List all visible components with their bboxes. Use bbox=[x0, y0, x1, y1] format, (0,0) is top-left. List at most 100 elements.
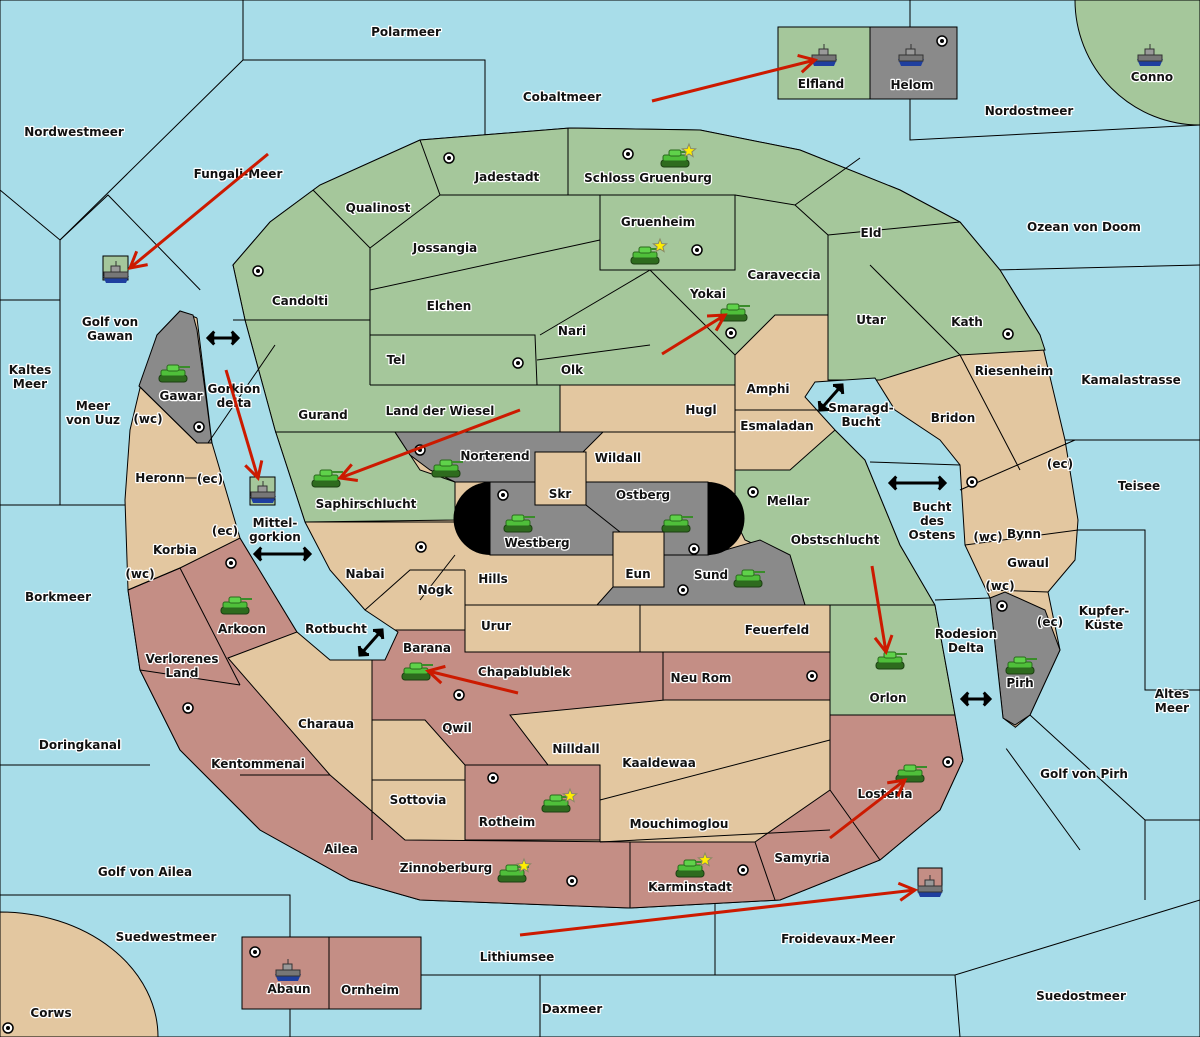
territory-label: Sottovia bbox=[390, 793, 447, 807]
sea-label: Golf von Pirh bbox=[1040, 767, 1128, 781]
territory-label: Korbia bbox=[153, 543, 197, 557]
tunnel-east bbox=[708, 482, 745, 555]
coast-label: (ec) bbox=[1047, 457, 1073, 471]
territory-label: Ostberg bbox=[616, 488, 670, 502]
sea-label: Ozean von Doom bbox=[1027, 220, 1141, 234]
army-tank-icon[interactable] bbox=[895, 764, 927, 783]
sea-label: Polarmeer bbox=[371, 25, 441, 39]
sea-label: Doringkanal bbox=[39, 738, 121, 752]
sea-label: Lithiumsee bbox=[480, 950, 555, 964]
move-order-arrow bbox=[127, 152, 269, 270]
fleet-ship-icon[interactable] bbox=[811, 44, 837, 66]
region-green-north[interactable] bbox=[232, 127, 1046, 523]
region-border bbox=[959, 354, 1021, 471]
territory-label: Eun bbox=[625, 567, 650, 581]
region-border bbox=[989, 589, 1049, 593]
army-tank-icon[interactable] bbox=[733, 569, 765, 588]
sea-label: Nordwestmeer bbox=[24, 125, 124, 139]
territory-label: Jadestadt bbox=[474, 170, 540, 184]
territory-label: Gawar bbox=[159, 389, 202, 403]
sea-label: Suedwestmeer bbox=[116, 930, 217, 944]
supply-center-icon bbox=[747, 486, 759, 498]
army-tank-icon[interactable] bbox=[1005, 656, 1037, 675]
army-tank-icon[interactable] bbox=[541, 794, 573, 813]
fleet-ship-icon[interactable] bbox=[250, 481, 276, 503]
territory-label: Elchen bbox=[427, 299, 472, 313]
region-border bbox=[649, 269, 736, 356]
double-arrow-icon bbox=[252, 546, 313, 562]
sea-label: Conno bbox=[1131, 70, 1173, 84]
territory-label: Norterend bbox=[460, 449, 529, 463]
army-tank-icon[interactable] bbox=[431, 459, 463, 478]
army-tank-icon[interactable] bbox=[630, 246, 662, 265]
territory-label: Utar bbox=[856, 313, 886, 327]
move-order-arrow bbox=[424, 664, 519, 695]
region-border bbox=[964, 529, 1079, 546]
region-conno[interactable] bbox=[1074, 0, 1200, 126]
sea-label: Cobaltmeer bbox=[523, 90, 601, 104]
sea-label: Fungali-Meer bbox=[194, 167, 283, 181]
supply-center-icon bbox=[942, 756, 954, 768]
sea-gorkion-channel[interactable] bbox=[197, 265, 398, 660]
fleet-ship-icon[interactable] bbox=[1137, 44, 1163, 66]
supply-center-icon bbox=[443, 152, 455, 164]
coast-label: (ec) bbox=[1037, 615, 1063, 629]
supply-center-icon bbox=[453, 689, 465, 701]
fleet-ship-icon[interactable] bbox=[103, 261, 129, 283]
sea-border bbox=[1078, 529, 1200, 691]
territory-label: Bridon bbox=[931, 411, 976, 425]
supply-center-icon bbox=[1002, 328, 1014, 340]
army-tank-icon[interactable] bbox=[675, 859, 707, 878]
territory-label: Esmaladan bbox=[740, 419, 813, 433]
move-order-arrow bbox=[224, 369, 264, 481]
coast-label: (wc) bbox=[973, 530, 1002, 544]
sea-label: Suedostmeer bbox=[1036, 989, 1126, 1003]
region-border bbox=[127, 567, 181, 591]
sea-label: Daxmeer bbox=[542, 1002, 603, 1016]
territory-label: Heronn bbox=[135, 471, 184, 485]
fleet-ship-icon[interactable] bbox=[275, 959, 301, 981]
supply-center-icon bbox=[182, 702, 194, 714]
supply-centers bbox=[2, 35, 1014, 1034]
fleet-ship-icon[interactable] bbox=[917, 875, 943, 897]
sea-east-channel[interactable] bbox=[805, 378, 1015, 772]
army-tank-icon[interactable] bbox=[503, 514, 535, 533]
territory-label: Schloss Gruenburg bbox=[584, 171, 712, 185]
star-icon bbox=[516, 857, 532, 873]
territory-label: Qualinost bbox=[346, 201, 411, 215]
sea-label: Smaragd-Bucht bbox=[828, 401, 893, 429]
territory-label: Mouchimoglou bbox=[630, 817, 729, 831]
territory-label: Neu Rom bbox=[671, 671, 732, 685]
move-order-arrow bbox=[519, 881, 919, 937]
army-tank-icon[interactable] bbox=[875, 651, 907, 670]
tunnel-west bbox=[453, 482, 490, 555]
region-eun[interactable] bbox=[612, 531, 665, 588]
double-arrow-icon bbox=[959, 691, 993, 707]
supply-center-icon bbox=[966, 476, 978, 488]
region-ornheim[interactable] bbox=[328, 936, 422, 1010]
army-tank-icon[interactable] bbox=[401, 662, 433, 681]
army-tank-icon[interactable] bbox=[661, 514, 693, 533]
region-border bbox=[869, 264, 961, 356]
sea-label: Kupfer-Küste bbox=[1079, 604, 1129, 632]
territory-label: Gwaul bbox=[1007, 556, 1049, 570]
region-labels: PolarmeerCobaltmeerNordwestmeerFungali-M… bbox=[7, 24, 1190, 1022]
territory-label: Karminstadt bbox=[648, 880, 732, 894]
fleet-ship-icon[interactable] bbox=[898, 44, 924, 66]
sea-label: Teisee bbox=[1118, 479, 1160, 493]
territory-label: Ailea bbox=[324, 842, 358, 856]
army-tank-icon[interactable] bbox=[660, 149, 692, 168]
territory-label: Gruenheim bbox=[621, 215, 695, 229]
coast-label: (wc) bbox=[133, 412, 162, 426]
army-tank-icon[interactable] bbox=[158, 364, 190, 383]
army-tank-icon[interactable] bbox=[311, 469, 343, 488]
territory-label: Olk bbox=[561, 363, 584, 377]
army-tank-icon[interactable] bbox=[220, 596, 252, 615]
supply-center-icon bbox=[225, 557, 237, 569]
region-corws[interactable] bbox=[0, 911, 159, 1037]
